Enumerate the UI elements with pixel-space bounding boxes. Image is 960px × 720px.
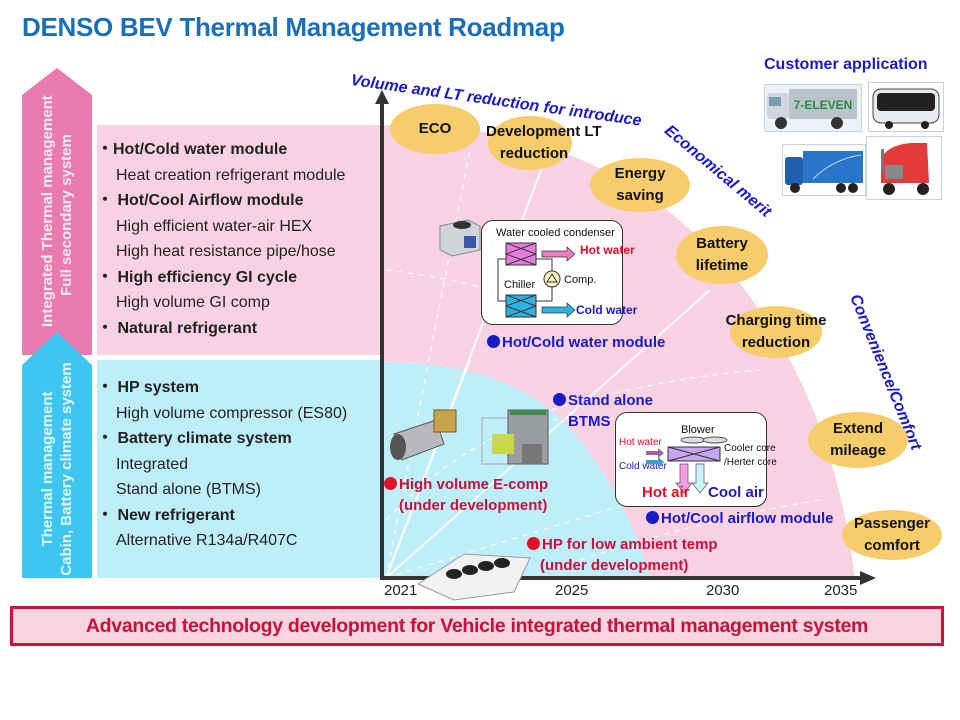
- x-axis-arrowhead: [860, 571, 876, 585]
- upper-panel-item: High volume GI comp: [116, 294, 270, 311]
- status-dot-icon: [487, 335, 500, 348]
- merit-development-lt: [488, 116, 572, 170]
- product-stand-alone-btms: Stand alone BTMS: [553, 390, 653, 432]
- cold-water-label: Cold water: [576, 303, 638, 317]
- lower-panel-item: ・ HP system: [97, 379, 199, 396]
- blower-label: Blower: [681, 424, 715, 436]
- core-label-1: Cooler core: [724, 443, 776, 454]
- vehicle-delivery-truck-image: 7-ELEVEN: [764, 84, 862, 132]
- vehicle-red-truck-image: [866, 136, 942, 200]
- product-hp-low-ambient: HP for low ambient temp (under developme…: [527, 534, 718, 576]
- upper-panel: ・Hot/Cold water module Heat creation ref…: [97, 137, 380, 341]
- upper-panel-item: ・ Hot/Cool Airflow module: [97, 192, 304, 209]
- btms-unit-icon: [481, 409, 549, 465]
- upper-axis-label: Integrated Thermal management Full secon…: [38, 95, 76, 327]
- airflow-module-diagram: Blower Hot water Cold water Cooler core …: [615, 412, 777, 507]
- status-dot-icon: [527, 537, 540, 550]
- merit-energy-saving: Energy saving: [590, 158, 690, 212]
- y-axis-arrowhead: [375, 90, 389, 104]
- product-high-volume-ecomp: High volume E-comp (under development): [384, 474, 548, 516]
- year-tick-label: 2021: [384, 582, 418, 599]
- upper-panel-item: High heat resistance pipe/hose: [116, 243, 336, 260]
- vehicle-blue-truck-image: [782, 144, 866, 196]
- airflow-schematic: [646, 436, 728, 494]
- customer-application-title: Customer application: [764, 56, 928, 73]
- hp-product-image: [414, 548, 532, 602]
- svg-text:7-ELEVEN: 7-ELEVEN: [794, 98, 853, 112]
- footer-banner: Advanced technology development for Vehi…: [10, 606, 944, 646]
- rooftop-hp-unit-icon: [416, 553, 531, 601]
- chiller-label: Chiller: [504, 279, 536, 291]
- upper-panel-bg: [97, 125, 380, 355]
- lower-axis-label: Thermal management Cabin, Battery climat…: [38, 358, 76, 580]
- cool-air-label: Cool air: [708, 484, 764, 501]
- product-hotcool-airflow-module: Hot/Cool airflow module: [646, 508, 834, 529]
- upper-axis-label-line2: Full secondary system: [58, 134, 75, 296]
- merit-charging-time: Charging time reduction: [726, 306, 826, 358]
- water-module-product-image: [438, 214, 482, 258]
- upper-panel-item: ・ Natural refrigerant: [97, 319, 258, 337]
- year-tick-label: 2035: [824, 582, 858, 599]
- merit-eco: ECO: [390, 104, 480, 154]
- upper-panel-item: ・ High efficiency GI cycle: [97, 268, 298, 286]
- year-tick-label: 2025: [555, 582, 589, 599]
- upper-panel-item: ・Hot/Cold water module: [97, 141, 288, 158]
- water-circuit-schematic: [497, 242, 576, 318]
- status-dot-icon: [384, 477, 397, 490]
- lower-panel-item: Alternative R134a/R407C: [116, 532, 298, 549]
- page-title: DENSO BEV Thermal Management Roadmap: [22, 12, 565, 42]
- airflow-cold-water-label: Cold water: [619, 461, 667, 472]
- comp-label: Comp.: [564, 274, 597, 286]
- upper-vertical-arrow: [22, 68, 92, 355]
- lower-panel: ・ HP system High volume compressor (ES80…: [97, 375, 380, 554]
- bus-icon: [872, 88, 940, 129]
- hot-water-label: Hot water: [580, 243, 635, 257]
- lower-panel-item: High volume compressor (ES80): [116, 404, 348, 422]
- merit-battery-lifetime: Battery lifetime: [676, 226, 768, 284]
- lower-axis-label-line1: Thermal management: [39, 391, 56, 547]
- ecomp-product-image: [386, 404, 464, 468]
- hot-air-label: Hot air: [642, 484, 690, 501]
- upper-panel-item: Heat creation refrigerant module: [116, 166, 346, 184]
- year-tick-label: 2030: [706, 582, 740, 599]
- lower-panel-bg: [97, 360, 380, 578]
- electric-compressor-icon: [390, 409, 457, 461]
- lower-vertical-arrow: [22, 332, 92, 578]
- lower-panel-item: ・ New refrigerant: [97, 506, 235, 524]
- core-label-2: /Herter core: [724, 457, 777, 468]
- vehicle-bus-image: [868, 82, 944, 132]
- red-truck-icon: [881, 143, 929, 195]
- blue-truck-icon: [785, 151, 863, 193]
- merit-passenger-comfort: Passenger comfort: [842, 510, 942, 560]
- lower-panel-item: ・ Battery climate system: [97, 430, 292, 447]
- status-dot-icon: [646, 511, 659, 524]
- airflow-hot-water-label: Hot water: [619, 437, 662, 448]
- upper-panel-item: High efficient water-air HEX: [116, 217, 313, 235]
- lower-panel-item: Integrated: [116, 455, 189, 473]
- product-hotcold-water-module: Hot/Cold water module: [487, 332, 665, 353]
- status-dot-icon: [553, 393, 566, 406]
- lower-axis-label-line2: Cabin, Battery climate system: [58, 362, 75, 576]
- upper-axis-label-line1: Integrated Thermal management: [39, 95, 56, 327]
- lower-panel-item: Stand alone (BTMS): [116, 481, 261, 498]
- water-module-diagram: Water cooled condenser Hot water Comp. C…: [481, 220, 637, 325]
- delivery-truck-icon: 7-ELEVEN: [767, 89, 857, 129]
- condenser-label: Water cooled condenser: [496, 227, 615, 239]
- condenser-unit-icon: [439, 219, 481, 257]
- btms-product-image: [478, 404, 558, 474]
- merit-extend-mileage: Extend mileage: [808, 412, 908, 468]
